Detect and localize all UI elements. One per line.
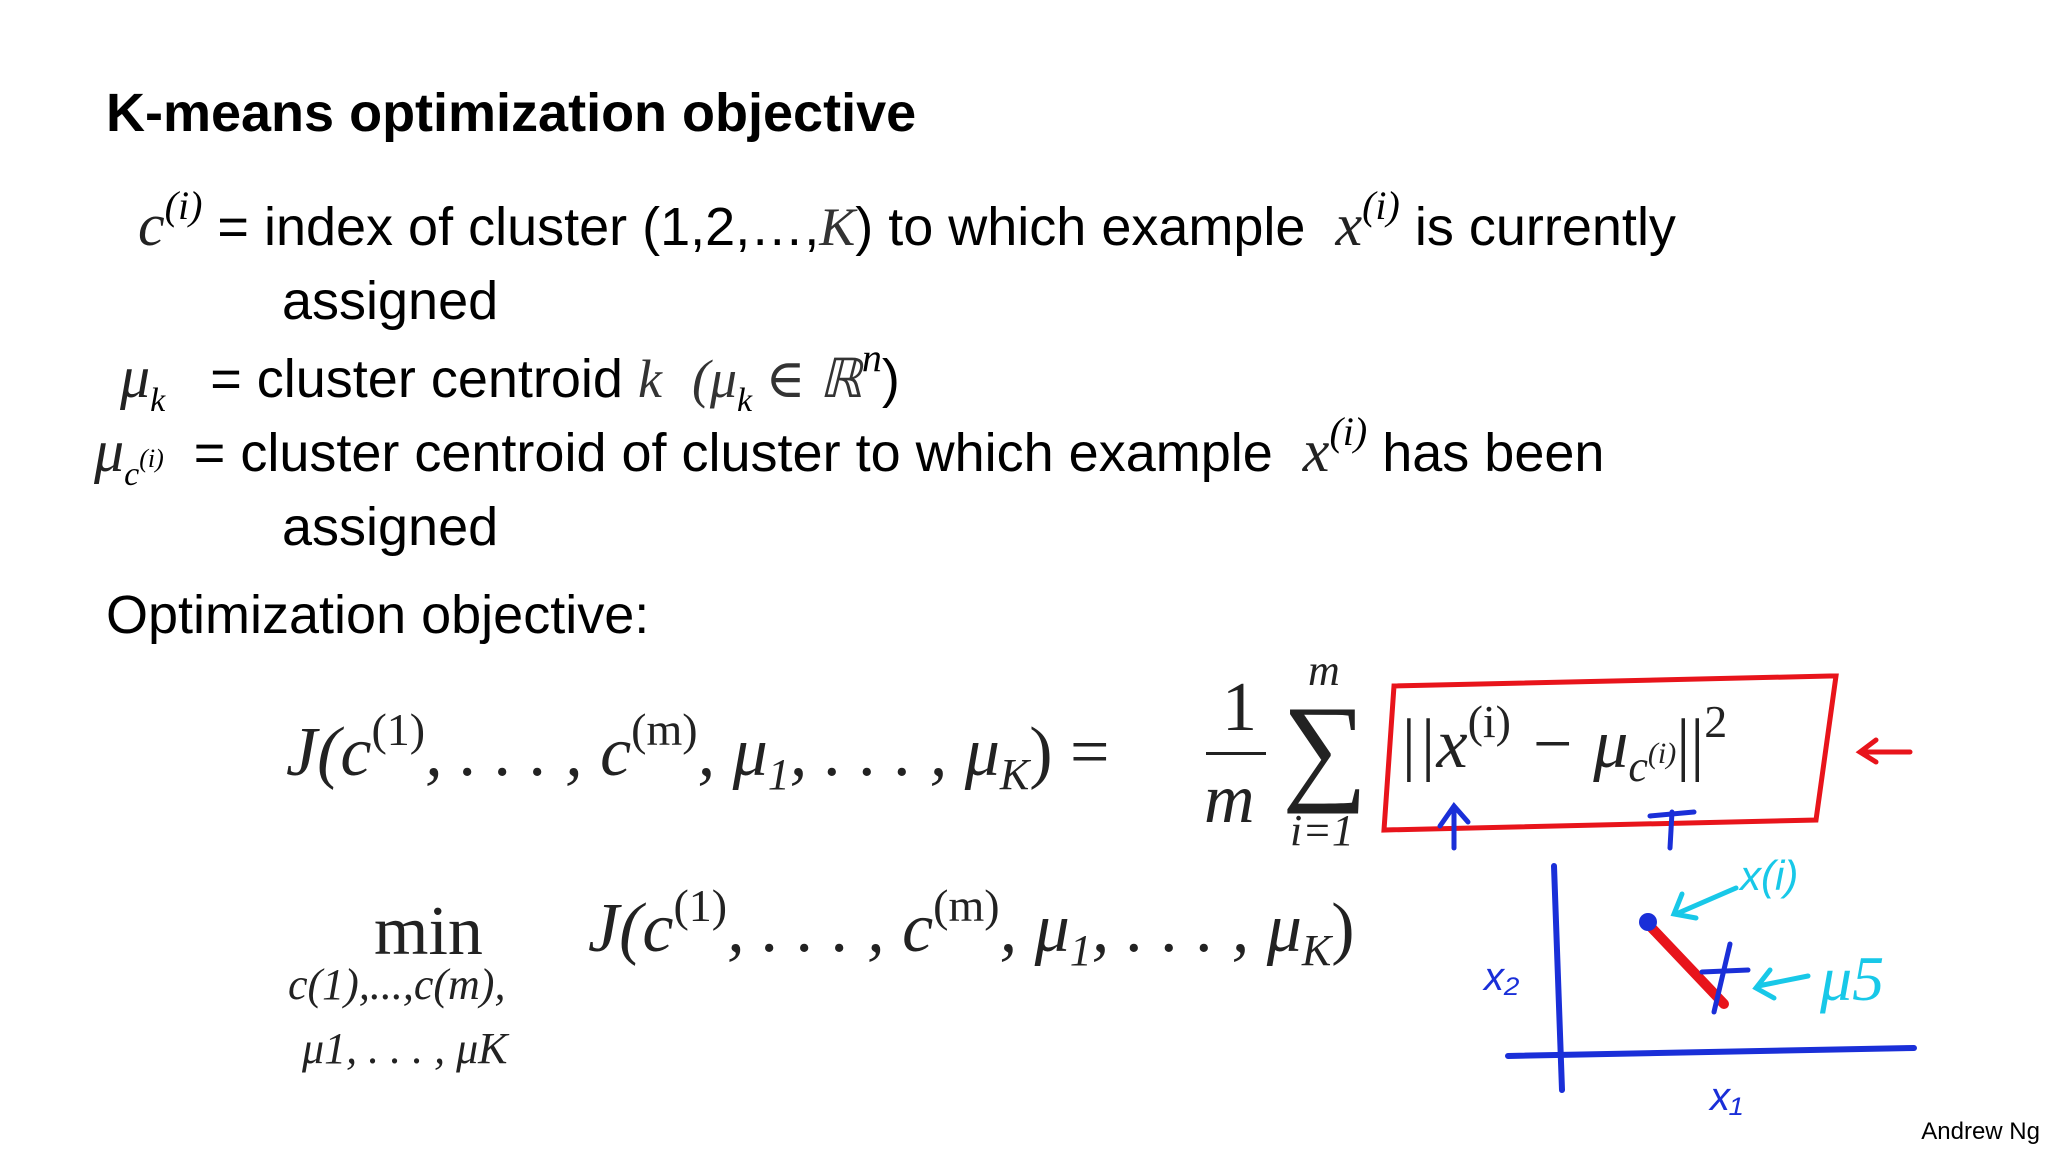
eq2-mid2: , μ bbox=[999, 890, 1070, 967]
cyan-arrow-mu bbox=[1752, 967, 1811, 1001]
eq1-mid2: , μ bbox=[697, 714, 768, 791]
min-cost-function: J(c(1), . . . , c(m), μ1, . . . , μK) bbox=[588, 880, 1355, 982]
sum-lower-limit: i=1 bbox=[1290, 806, 1354, 855]
def3-text-end: has been bbox=[1382, 423, 1605, 483]
fraction-numerator: 1 bbox=[1222, 669, 1257, 746]
eq1-sub1: 1 bbox=[767, 750, 790, 799]
def3-continuation: assigned bbox=[282, 497, 499, 557]
eq1-minus: − μ bbox=[1510, 706, 1629, 783]
symbol-mu-ci-sub: c bbox=[124, 456, 140, 493]
def1-text-after: ) to which example bbox=[855, 197, 1306, 257]
eq1-mid1: , . . . , c bbox=[425, 714, 632, 791]
eq1-sup2: (m) bbox=[631, 704, 698, 755]
eq1-power: 2 bbox=[1704, 696, 1728, 747]
min-under-line2: μ1, . . . , μK bbox=[302, 1024, 508, 1073]
def1-text-before: = index of cluster (1,2,…, bbox=[217, 197, 820, 257]
def1-inline-K: K bbox=[819, 197, 856, 257]
summation-sign: ∑ bbox=[1282, 681, 1368, 814]
def1-var-x: x bbox=[1335, 192, 1363, 258]
definition-mu-c-i: μc(i) = cluster centroid of cluster to w… bbox=[94, 409, 1605, 496]
fraction-bar bbox=[1206, 752, 1266, 755]
definition-mu-k: μk = cluster centroid k (μk ∈ ℝn) bbox=[120, 335, 900, 420]
eq1-norm-close: || bbox=[1676, 706, 1705, 783]
symbol-c-sup: (i) bbox=[164, 183, 203, 228]
eq1-norm-sub-sup: (i) bbox=[1647, 737, 1677, 770]
data-point-dot bbox=[1639, 913, 1657, 931]
def3-text-before: = cluster centroid of cluster to which e… bbox=[193, 423, 1273, 483]
eq1-mid3: , . . . , μ bbox=[789, 714, 1000, 791]
definition-c-i: c(i) = index of cluster (1,2,…,K) to whi… bbox=[138, 183, 1676, 265]
min-under-line1: c(1),...,c(m), bbox=[288, 960, 506, 1009]
eq1-norm-sub: c bbox=[1628, 742, 1648, 791]
eq1-lhs: J(c bbox=[286, 714, 372, 791]
author-credit: Andrew Ng bbox=[1921, 1118, 2040, 1145]
plot-axes bbox=[1505, 863, 1917, 1093]
eq2-sup1: (1) bbox=[673, 880, 728, 931]
eq2-sub2: K bbox=[1301, 926, 1332, 975]
x1-axis-label: x₁ bbox=[1708, 1075, 1743, 1119]
eq1-norm-sup: (i) bbox=[1467, 696, 1511, 747]
red-highlight-box bbox=[1381, 673, 1839, 833]
def3-var-x: x bbox=[1302, 418, 1330, 484]
fraction-denominator: m bbox=[1204, 761, 1255, 838]
eq2-close: ) bbox=[1331, 890, 1355, 967]
blue-arrow-x bbox=[1437, 801, 1471, 851]
eq2-rhs: J(c bbox=[588, 890, 674, 967]
symbol-c: c bbox=[138, 192, 165, 258]
symbol-mu: μ bbox=[120, 344, 151, 410]
def1-var-x-sup: (i) bbox=[1362, 183, 1400, 228]
eq1-norm-open: ||x bbox=[1398, 706, 1468, 783]
red-distance-line bbox=[1643, 919, 1729, 1009]
eq1-close: ) = bbox=[1029, 714, 1110, 791]
xi-handwritten-label: x(i) bbox=[1738, 852, 1798, 899]
def2-paren-mu: (μ bbox=[691, 349, 738, 409]
min-operator: min bbox=[374, 893, 483, 970]
eq1-sub2: K bbox=[999, 750, 1030, 799]
def2-inline-k: k bbox=[637, 349, 662, 409]
mu5-handwritten-label: μ5 bbox=[1819, 943, 1884, 1014]
def2-paren-close: ) bbox=[881, 349, 900, 409]
objective-heading: Optimization objective: bbox=[106, 585, 650, 645]
centroid-cross bbox=[1699, 941, 1751, 1015]
cyan-arrow-xi bbox=[1670, 885, 1739, 921]
def2-paren-rest: ∈ ℝ bbox=[752, 349, 862, 409]
symbol-mu-sub: k bbox=[150, 382, 166, 419]
eq2-sub1: 1 bbox=[1069, 926, 1092, 975]
x2-axis-label: x₂ bbox=[1482, 955, 1519, 999]
cost-function-lhs: J(c(1), . . . , c(m), μ1, . . . , μK) = bbox=[286, 704, 1110, 806]
def1-text-end: is currently bbox=[1414, 197, 1676, 257]
page-title: K-means optimization objective bbox=[106, 83, 917, 143]
def2-paren-sup: n bbox=[861, 335, 882, 380]
red-arrow bbox=[1855, 737, 1913, 765]
def2-paren-sub: k bbox=[737, 382, 753, 419]
symbol-mu-ci: μ bbox=[94, 418, 125, 484]
symbol-mu-ci-subsup: (i) bbox=[139, 444, 164, 473]
eq2-mid3: , . . . , μ bbox=[1091, 890, 1302, 967]
sum-upper-limit: m bbox=[1308, 646, 1340, 695]
def1-continuation: assigned bbox=[282, 271, 499, 331]
def3-var-x-sup: (i) bbox=[1329, 409, 1368, 454]
eq2-sup2: (m) bbox=[933, 880, 1000, 931]
def2-text-before: = cluster centroid bbox=[210, 349, 623, 409]
eq2-mid1: , . . . , c bbox=[727, 890, 934, 967]
eq1-sup1: (1) bbox=[371, 704, 426, 755]
blue-arrow-mu bbox=[1647, 809, 1697, 851]
squared-distance-term: ||x(i) − μc(i)||2 bbox=[1398, 696, 1727, 803]
